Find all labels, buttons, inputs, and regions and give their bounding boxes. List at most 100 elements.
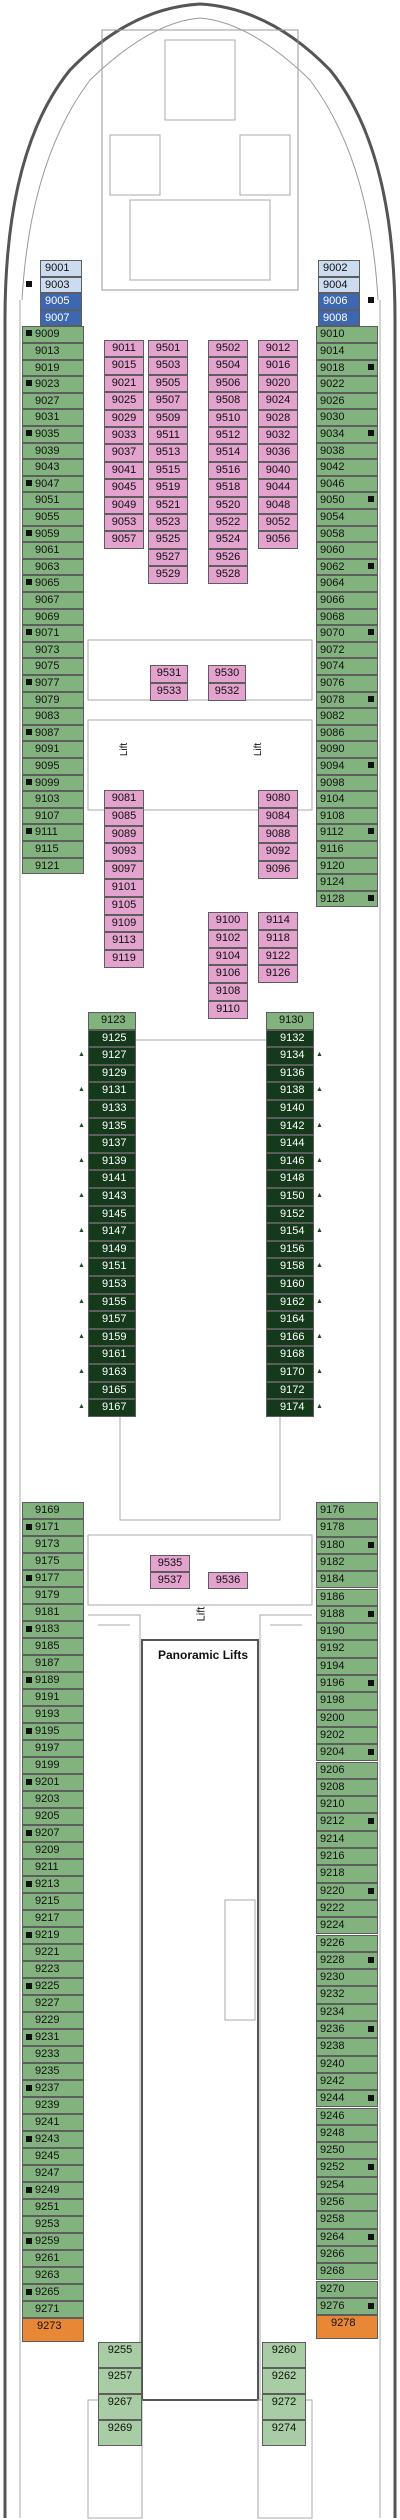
cabin-9531[interactable]: 9531 — [150, 665, 188, 683]
cabin-9055[interactable]: 9055 — [22, 509, 84, 526]
cabin-9056[interactable]: 9056 — [258, 531, 298, 549]
cabin-9268[interactable]: 9268 — [316, 2263, 378, 2281]
cabin-9019[interactable]: 9019 — [22, 359, 84, 377]
cabin-9110[interactable]: 9110 — [208, 1001, 248, 1019]
cabin-9509[interactable]: 9509 — [148, 409, 188, 427]
cabin-9022[interactable]: 9022 — [316, 376, 378, 393]
cabin-9146[interactable]: 9146 — [266, 1152, 314, 1171]
cabin-9006[interactable]: 9006 — [318, 293, 360, 310]
cabin-9069[interactable]: 9069 — [22, 608, 84, 626]
cabin-9181[interactable]: 9181 — [22, 1604, 84, 1621]
cabin-9269[interactable]: 9269 — [98, 2420, 142, 2446]
cabin-9251[interactable]: 9251 — [22, 2199, 84, 2216]
cabin-9271[interactable]: 9271 — [22, 2301, 84, 2318]
cabin-9252[interactable]: 9252 — [316, 2159, 378, 2177]
cabin-9047[interactable]: 9047 — [22, 475, 84, 493]
cabin-9106[interactable]: 9106 — [208, 965, 248, 984]
cabin-9185[interactable]: 9185 — [22, 1638, 84, 1655]
cabin-9175[interactable]: 9175 — [22, 1553, 84, 1570]
cabin-9089[interactable]: 9089 — [104, 825, 144, 844]
cabin-9248[interactable]: 9248 — [316, 2124, 378, 2143]
cabin-9530[interactable]: 9530 — [208, 665, 246, 683]
cabin-9176[interactable]: 9176 — [316, 1502, 378, 1520]
cabin-9161[interactable]: 9161 — [88, 1346, 136, 1364]
cabin-9034[interactable]: 9034 — [316, 426, 378, 443]
cabin-9214[interactable]: 9214 — [316, 1830, 378, 1848]
cabin-9065[interactable]: 9065 — [22, 575, 84, 592]
cabin-9107[interactable]: 9107 — [22, 807, 84, 825]
cabin-9230[interactable]: 9230 — [316, 1969, 378, 1987]
cabin-9124[interactable]: 9124 — [316, 874, 378, 891]
cabin-9076[interactable]: 9076 — [316, 675, 378, 692]
cabin-9193[interactable]: 9193 — [22, 1706, 84, 1723]
cabin-9123[interactable]: 9123 — [88, 1012, 136, 1030]
cabin-9010[interactable]: 9010 — [316, 326, 378, 343]
cabin-9003[interactable]: 9003 — [40, 276, 82, 294]
cabin-9219[interactable]: 9219 — [22, 1927, 84, 1944]
cabin-9092[interactable]: 9092 — [258, 843, 298, 862]
cabin-9194[interactable]: 9194 — [316, 1657, 378, 1675]
cabin-9155[interactable]: 9155 — [88, 1293, 136, 1312]
cabin-9131[interactable]: 9131 — [88, 1082, 136, 1100]
cabin-9229[interactable]: 9229 — [22, 2012, 84, 2029]
cabin-9101[interactable]: 9101 — [104, 879, 144, 897]
cabin-9023[interactable]: 9023 — [22, 376, 84, 393]
cabin-9084[interactable]: 9084 — [258, 807, 298, 826]
cabin-9143[interactable]: 9143 — [88, 1188, 136, 1206]
cabin-9278[interactable]: 9278 — [316, 2315, 378, 2340]
cabin-9266[interactable]: 9266 — [316, 2245, 378, 2264]
cabin-9213[interactable]: 9213 — [22, 1876, 84, 1893]
cabin-9164[interactable]: 9164 — [266, 1311, 314, 1329]
cabin-9028[interactable]: 9028 — [258, 409, 298, 427]
cabin-9166[interactable]: 9166 — [266, 1328, 314, 1347]
cabin-9167[interactable]: 9167H — [88, 1399, 136, 1417]
cabin-9011[interactable]: 9011 — [104, 340, 144, 358]
cabin-9519[interactable]: 9519 — [148, 479, 188, 497]
cabin-9068[interactable]: 9068 — [316, 608, 378, 626]
cabin-9045[interactable]: 9045 — [104, 479, 144, 497]
cabin-9179[interactable]: 9179 — [22, 1587, 84, 1604]
cabin-9024[interactable]: 9024 — [258, 392, 298, 410]
cabin-9095[interactable]: 9095 — [22, 758, 84, 775]
cabin-9134[interactable]: 9134 — [266, 1047, 314, 1065]
cabin-9149[interactable]: 9149H — [88, 1240, 136, 1259]
cabin-9064[interactable]: 9064 — [316, 575, 378, 592]
cabin-9113[interactable]: 9113 — [104, 932, 144, 951]
cabin-9184[interactable]: 9184 — [316, 1571, 378, 1589]
cabin-9053[interactable]: 9053 — [104, 514, 144, 532]
cabin-9093[interactable]: 9093 — [104, 843, 144, 862]
cabin-9236[interactable]: 9236 — [316, 2021, 378, 2039]
cabin-9153[interactable]: 9153 — [88, 1276, 136, 1294]
cabin-9073[interactable]: 9073 — [22, 641, 84, 659]
cabin-9215[interactable]: 9215 — [22, 1893, 84, 1910]
cabin-9170[interactable]: 9170 — [266, 1364, 314, 1382]
cabin-9059[interactable]: 9059 — [22, 525, 84, 543]
cabin-9079[interactable]: 9079 — [22, 691, 84, 709]
cabin-9074[interactable]: 9074 — [316, 658, 378, 675]
cabin-9125[interactable]: 9125 — [88, 1029, 136, 1048]
cabin-9514[interactable]: 9514 — [208, 444, 248, 462]
cabin-9246[interactable]: 9246 — [316, 2107, 378, 2125]
cabin-9168[interactable]: 9168 — [266, 1346, 314, 1364]
cabin-9227[interactable]: 9227 — [22, 1995, 84, 2012]
cabin-9270[interactable]: 9270 — [316, 2280, 378, 2298]
cabin-9021[interactable]: 9021 — [104, 374, 144, 393]
cabin-9015[interactable]: 9015 — [104, 357, 144, 375]
cabin-9523[interactable]: 9523 — [148, 514, 188, 532]
cabin-9201[interactable]: 9201 — [22, 1774, 84, 1791]
cabin-9043[interactable]: 9043 — [22, 459, 84, 476]
cabin-9060[interactable]: 9060 — [316, 542, 378, 559]
cabin-9249[interactable]: 9249 — [22, 2182, 84, 2199]
cabin-9088[interactable]: 9088 — [258, 825, 298, 844]
cabin-9096[interactable]: 9096H — [258, 861, 298, 879]
cabin-9030[interactable]: 9030 — [316, 409, 378, 426]
cabin-9128[interactable]: 9128 — [316, 890, 378, 908]
cabin-9190[interactable]: 9190 — [316, 1623, 378, 1641]
cabin-9221[interactable]: 9221 — [22, 1944, 84, 1961]
cabin-9104[interactable]: 9104 — [316, 791, 378, 808]
cabin-9174[interactable]: 9174H — [266, 1399, 314, 1417]
cabin-9136[interactable]: 9136 — [266, 1064, 314, 1083]
cabin-9263[interactable]: 9263 — [22, 2267, 84, 2284]
cabin-9014[interactable]: 9014 — [316, 343, 378, 360]
cabin-9272[interactable]: 9272 — [262, 2394, 306, 2420]
